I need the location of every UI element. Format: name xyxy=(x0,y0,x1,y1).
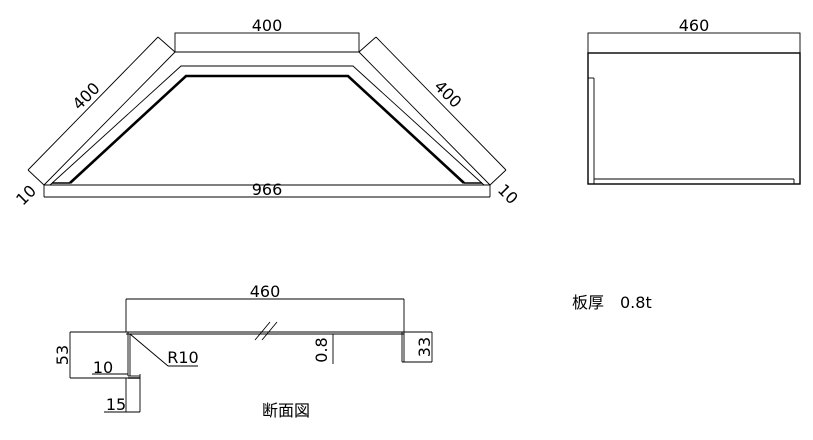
plan-top-dim-box xyxy=(174,32,360,53)
section-dim-thickness: 0.8 xyxy=(312,337,331,362)
plan-left-dim-ext-upper xyxy=(157,36,176,53)
side-dim-width: 460 xyxy=(679,16,710,35)
plan-right-dim-ext-upper xyxy=(358,36,377,53)
side-view: 460 xyxy=(587,16,801,185)
plan-dim-left-end: 10 xyxy=(12,181,40,209)
side-dim-box xyxy=(587,32,801,54)
section-break-mark-1 xyxy=(254,321,271,341)
section-break-mark-2 xyxy=(261,321,278,341)
section-dim-bottom: 15 xyxy=(106,395,126,414)
plan-dim-top: 400 xyxy=(252,16,283,35)
plan-left-dim-line xyxy=(27,36,159,171)
plan-dim-bottom: 966 xyxy=(252,180,283,199)
plan-right-dim-line xyxy=(375,36,507,171)
section-r10-leader xyxy=(129,333,169,367)
plan-dim-right-end: 10 xyxy=(494,180,522,208)
plan-left-dim-ext-lower xyxy=(27,169,45,186)
section-dim-radius: R10 xyxy=(167,348,198,367)
plan-view: 400 400 400 966 10 10 xyxy=(12,16,522,209)
section-dim-flange: 10 xyxy=(93,358,113,377)
section-caption: 断面図 xyxy=(262,401,310,420)
sheet-thickness-note: 板厚 0.8t xyxy=(572,293,652,312)
plan-outer-outline xyxy=(43,51,491,186)
plan-dim-right-slope: 400 xyxy=(430,77,465,112)
section-dim-width: 460 xyxy=(250,282,281,301)
plan-right-dim-ext-lower xyxy=(489,169,507,186)
side-outline xyxy=(587,52,801,185)
section-dim-height-left: 53 xyxy=(53,345,72,365)
plan-inner-outline xyxy=(69,74,465,184)
plan-dim-left-slope: 400 xyxy=(69,79,104,114)
plan-middle-outline xyxy=(49,65,485,186)
section-dim-height-right: 33 xyxy=(415,337,434,357)
section-view: 460 53 10 R10 0.8 33 xyxy=(53,282,434,420)
